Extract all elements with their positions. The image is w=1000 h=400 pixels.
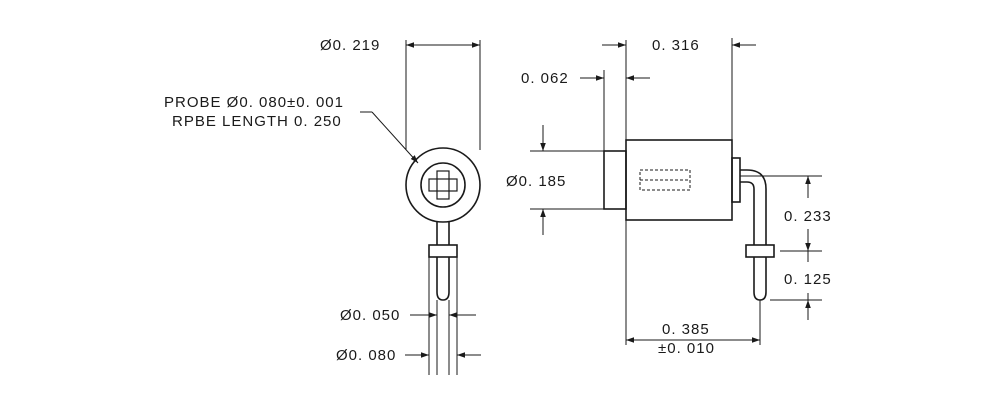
pin-offset-label: 0. 385 bbox=[662, 321, 710, 338]
side-pin-collar bbox=[745, 244, 775, 258]
knurled-head bbox=[405, 147, 481, 223]
pin-height-lower-label: 0. 125 bbox=[784, 271, 832, 288]
front-pin bbox=[436, 257, 450, 301]
probe-cross bbox=[428, 170, 458, 200]
flange-thickness-label: 0. 062 bbox=[521, 70, 569, 87]
pin-height-upper-label: 0. 233 bbox=[784, 208, 832, 225]
probe-diameter-label: PROBE Ø0. 080±0. 001 bbox=[164, 94, 344, 111]
probe-length-label: RPBE LENGTH 0. 250 bbox=[172, 113, 342, 130]
pin-collar bbox=[428, 244, 458, 258]
pin-offset-tolerance-label: ±0. 010 bbox=[658, 340, 715, 357]
body-diameter-label: Ø0. 185 bbox=[506, 173, 566, 190]
pin-diameter-large-label: Ø0. 080 bbox=[336, 347, 396, 364]
rear-cap bbox=[731, 157, 741, 203]
body-length-label: 0. 316 bbox=[652, 37, 700, 54]
probe-bore bbox=[420, 162, 466, 208]
bent-pin-outer bbox=[740, 169, 767, 245]
head-diameter-label: Ø0. 219 bbox=[320, 37, 380, 54]
pin-diameter-small-label: Ø0. 050 bbox=[340, 307, 400, 324]
bent-pin-inner bbox=[740, 181, 755, 245]
side-pin bbox=[753, 257, 767, 301]
front-view: Ø0. 219 PROBE Ø0. 080±0. 001 RPBE LENGTH… bbox=[164, 37, 481, 375]
flange bbox=[603, 150, 627, 210]
side-view: 0. 062 0. 316 Ø0. 185 0. 233 0. 125 0. 3… bbox=[506, 37, 832, 357]
